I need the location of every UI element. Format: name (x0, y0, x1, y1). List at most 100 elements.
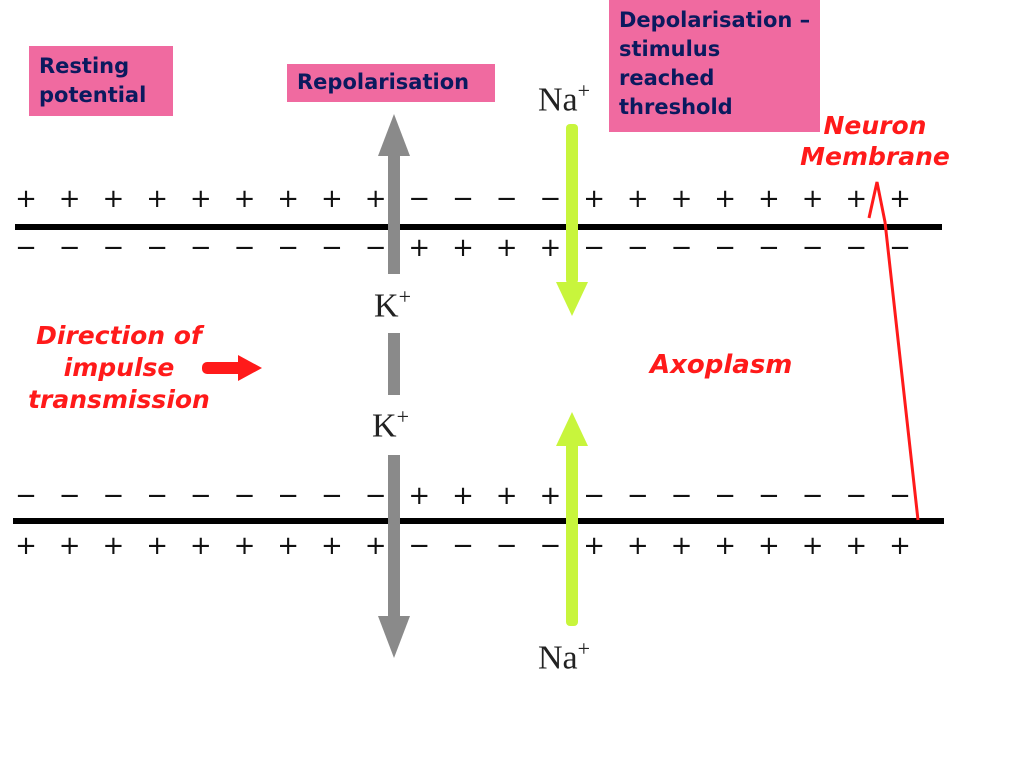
charge-sign: − (103, 233, 125, 263)
charge-sign: − (627, 481, 649, 511)
repolarisation-box: Repolarisation (287, 64, 495, 102)
charge-sign: + (15, 531, 37, 561)
charge-sign: − (802, 233, 824, 263)
charge-sign: + (452, 481, 474, 511)
charge-sign: − (15, 481, 37, 511)
charge-sign: − (845, 481, 867, 511)
neuron-membrane-label: Neuron Membrane (800, 111, 950, 171)
charge-sign: − (15, 233, 37, 263)
k-ion-upper: K+ (374, 284, 411, 325)
na-ion-top: Na+ (538, 78, 591, 119)
charge-sign: − (802, 481, 824, 511)
charge-sign: − (889, 233, 911, 263)
na-arrow-top (556, 124, 588, 316)
charge-sign: − (714, 233, 736, 263)
direction-arrow (202, 355, 262, 381)
charge-sign: − (452, 184, 474, 214)
charge-sign: + (758, 531, 780, 561)
charge-sign: + (845, 184, 867, 214)
charge-sign: + (146, 531, 168, 561)
charge-sign: − (146, 233, 168, 263)
na-ion-bottom: Na+ (538, 636, 591, 677)
charge-sign: + (103, 184, 125, 214)
charge-sign: − (277, 233, 299, 263)
charge-sign: − (540, 184, 562, 214)
charge-sign: − (321, 233, 343, 263)
k-ion-lower: K+ (372, 404, 409, 445)
charge-sign: + (802, 184, 824, 214)
membrane-pointer-line (867, 181, 920, 521)
charge-sign: + (408, 481, 430, 511)
depolarisation-label: Depolarisation – stimulus reached thresh… (619, 8, 811, 119)
charge-sign: + (802, 531, 824, 561)
charge-sign: − (277, 481, 299, 511)
charge-sign: − (365, 481, 387, 511)
resting-potential-label: Resting potential (39, 54, 147, 107)
charge-sign: − (496, 184, 518, 214)
depolarisation-box: Depolarisation – stimulus reached thresh… (609, 0, 820, 132)
charge-sign: − (408, 184, 430, 214)
charge-sign: + (190, 531, 212, 561)
charge-sign: − (365, 233, 387, 263)
charge-sign: + (671, 184, 693, 214)
charge-sign: − (671, 233, 693, 263)
charge-sign: + (583, 184, 605, 214)
direction-of-impulse-label: Direction of impulse transmission (28, 321, 210, 414)
charge-sign: − (59, 481, 81, 511)
charge-sign: − (758, 233, 780, 263)
axoplasm-label: Axoplasm (650, 350, 793, 380)
charge-sign: + (15, 184, 37, 214)
charge-sign: + (234, 531, 256, 561)
charge-sign: + (496, 233, 518, 263)
charge-sign: + (103, 531, 125, 561)
charge-sign: − (758, 481, 780, 511)
charge-sign: − (889, 481, 911, 511)
repolarisation-label: Repolarisation (297, 70, 470, 94)
charge-sign: + (59, 184, 81, 214)
charge-sign: + (452, 233, 474, 263)
charge-sign: − (59, 233, 81, 263)
charge-sign: + (671, 531, 693, 561)
charge-sign: + (627, 531, 649, 561)
charge-sign: − (234, 233, 256, 263)
charge-sign: + (714, 531, 736, 561)
charge-sign: − (190, 233, 212, 263)
charge-sign: − (103, 481, 125, 511)
charge-sign: + (714, 184, 736, 214)
charge-sign: + (889, 184, 911, 214)
charge-sign: + (365, 531, 387, 561)
charge-sign: − (583, 481, 605, 511)
charge-sign: + (277, 184, 299, 214)
charge-sign: − (540, 531, 562, 561)
charge-sign: + (190, 184, 212, 214)
charge-sign: − (190, 481, 212, 511)
charge-sign: + (146, 184, 168, 214)
charge-sign: + (277, 531, 299, 561)
charge-sign: + (627, 184, 649, 214)
k-arrow (378, 114, 410, 658)
charge-signs: +++++++++−−−−++++++++−−−−−−−−−++++−−−−−−… (15, 184, 911, 561)
charge-sign: + (365, 184, 387, 214)
charge-sign: − (671, 481, 693, 511)
charge-sign: + (845, 531, 867, 561)
charge-sign: − (234, 481, 256, 511)
charge-sign: − (321, 481, 343, 511)
charge-sign: + (59, 531, 81, 561)
charge-sign: + (889, 531, 911, 561)
charge-sign: − (627, 233, 649, 263)
charge-sign: − (146, 481, 168, 511)
charge-sign: + (321, 184, 343, 214)
charge-sign: − (408, 531, 430, 561)
charge-sign: + (758, 184, 780, 214)
charge-sign: + (408, 233, 430, 263)
charge-sign: − (583, 233, 605, 263)
charge-sign: + (496, 481, 518, 511)
charge-sign: − (496, 531, 518, 561)
charge-sign: − (845, 233, 867, 263)
charge-sign: + (540, 233, 562, 263)
charge-sign: − (714, 481, 736, 511)
charge-sign: + (321, 531, 343, 561)
resting-potential-box: Resting potential (29, 46, 173, 116)
na-arrow-bottom (556, 412, 588, 626)
